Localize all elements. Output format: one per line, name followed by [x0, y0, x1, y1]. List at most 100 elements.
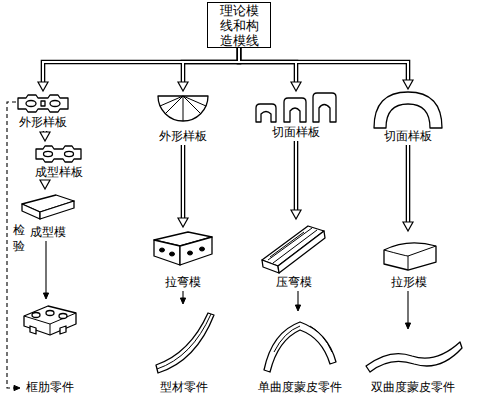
connector-arrow: [297, 291, 298, 306]
arrowhead: [178, 218, 188, 227]
part-illustration: [370, 90, 446, 129]
part-illustration: [20, 300, 80, 380]
part-caption: 单曲度蒙皮零件: [240, 380, 360, 395]
edge-label: 检验: [12, 222, 25, 254]
part-caption: 框肋零件: [10, 380, 90, 395]
connector-arrow: [294, 141, 299, 211]
connector-arrow: [239, 48, 408, 81]
connector-inner: [182, 145, 184, 219]
connector-inner: [43, 48, 239, 83]
part-figure: 成型模: [18, 190, 78, 240]
part-figure: 切面样板: [370, 90, 446, 144]
process-box: 理论模 线和构 造模线: [207, 2, 271, 48]
arrowhead: [291, 210, 301, 219]
illustration-stroke: [384, 243, 436, 270]
connector-inner: [239, 48, 296, 83]
part-illustration: [150, 228, 216, 275]
illustration-stroke: [44, 151, 53, 156]
part-figure: 切面样板: [252, 92, 340, 140]
illustration-stroke: [60, 326, 66, 334]
connector-arrow: [181, 145, 186, 219]
part-caption: 切面样板: [242, 125, 350, 140]
illustration-stroke: [200, 247, 205, 251]
illustration-stroke: [278, 231, 325, 273]
part-caption: 外形样板: [4, 115, 82, 130]
part-caption: 拉形模: [368, 275, 450, 290]
arrowhead: [38, 82, 48, 91]
connector-inner: [239, 48, 408, 81]
illustration-stroke: [26, 101, 36, 107]
connector-inner-group: [43, 48, 408, 223]
illustration-stroke: [41, 101, 45, 106]
illustration-stroke: [188, 251, 193, 255]
connector-inner: [295, 141, 297, 211]
arrowhead: [291, 82, 301, 91]
arrowhead: [14, 385, 20, 390]
part-figure: 成型样板: [28, 142, 90, 180]
illustration-stroke: [160, 248, 165, 252]
illustration-stroke: [46, 311, 54, 316]
connector-arrow: [43, 48, 239, 83]
part-caption: 切面样板: [360, 129, 456, 144]
part-figure: 型材零件: [150, 305, 218, 395]
part-illustration: [150, 305, 218, 380]
illustration-stroke: [264, 322, 336, 372]
part-caption: 拉弯模: [140, 275, 226, 290]
part-figure: 外形样板: [152, 92, 214, 144]
illustration-stroke: [36, 146, 81, 162]
illustration-stroke: [32, 313, 40, 318]
arrowhead: [295, 305, 300, 311]
illustration-stroke: [384, 246, 436, 270]
connector-arrow: [182, 291, 183, 299]
arrowhead: [403, 222, 413, 231]
part-illustration: [378, 232, 440, 275]
part-figure: 拉形模: [378, 232, 440, 290]
part-illustration: [250, 312, 350, 380]
illustration-stroke: [154, 240, 180, 265]
illustration-stroke: [40, 201, 74, 219]
arrowhead: [180, 298, 185, 304]
illustration-stroke: [18, 95, 68, 112]
connector-inner: [407, 145, 409, 223]
box-text: 理论模 线和构 造模线: [215, 3, 263, 48]
arrowhead: [40, 132, 50, 141]
illustration-stroke: [274, 326, 332, 352]
illustration-stroke: [262, 260, 279, 273]
illustration-stroke: [170, 252, 175, 256]
illustration-stroke: [158, 96, 208, 121]
illustration-stroke: [366, 342, 462, 372]
part-caption: 成型样板: [18, 165, 100, 180]
illustration-stroke: [24, 313, 76, 335]
illustration-stroke: [59, 314, 67, 319]
arrowhead: [405, 323, 410, 329]
illustration-stroke: [30, 326, 36, 334]
arrowhead: [43, 293, 48, 299]
part-caption: 外形样板: [142, 129, 224, 144]
arrowhead: [178, 82, 188, 91]
illustration-stroke: [284, 98, 306, 122]
illustration-stroke: [256, 104, 276, 122]
part-caption: 型材零件: [140, 380, 228, 395]
part-illustration: [14, 92, 72, 115]
illustration-stroke: [157, 314, 211, 369]
illustration-stroke: [50, 101, 60, 107]
connector-arrow: [407, 291, 408, 324]
part-illustration: [152, 92, 214, 129]
connector-arrow: [183, 48, 239, 83]
illustration-stroke: [22, 204, 40, 219]
connector-group: [7, 48, 408, 388]
arrowhead: [403, 80, 413, 89]
illustration-stroke: [156, 313, 214, 373]
part-figure: 拉弯模: [150, 228, 216, 290]
part-figure: 外形样板: [14, 92, 72, 130]
part-figure: 单曲度蒙皮零件: [250, 312, 350, 395]
part-illustration: [18, 190, 78, 225]
illustration-stroke: [268, 228, 317, 263]
arrowhead-group: [14, 80, 413, 391]
part-illustration: [258, 220, 330, 275]
connector-arrow: [406, 145, 411, 223]
illustration-stroke: [374, 92, 442, 128]
illustration-stroke: [180, 237, 212, 265]
